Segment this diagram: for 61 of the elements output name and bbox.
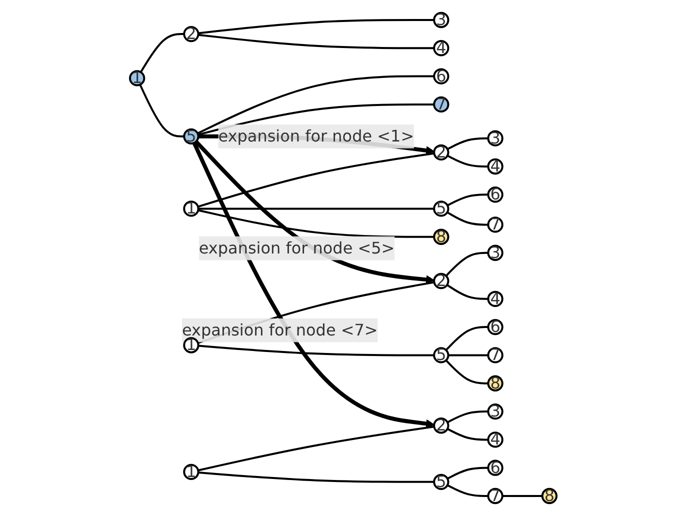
- node-circle: 3: [486, 130, 504, 146]
- node-circle: 1: [182, 464, 200, 480]
- node-circle: 6: [486, 460, 504, 476]
- node-circle: 1: [182, 200, 200, 217]
- node-circle: 1: [182, 337, 200, 354]
- connector: [446, 284, 488, 300]
- connector: [198, 472, 434, 483]
- arrow: [194, 140, 434, 284]
- node-circle: 4: [486, 290, 504, 307]
- connector: [446, 211, 488, 226]
- node-circle: 6: [486, 318, 504, 336]
- connector: [198, 209, 434, 238]
- connector: [445, 252, 488, 277]
- connector: [446, 137, 488, 150]
- node-circle: 4: [486, 158, 504, 175]
- connector: [446, 466, 488, 480]
- node-circle: 2: [432, 144, 449, 160]
- node-circle: 5: [432, 200, 449, 217]
- node-circle: 6: [486, 186, 504, 203]
- node-circle: 3: [486, 244, 504, 261]
- node-circle: 5: [432, 474, 449, 490]
- connector: [198, 208, 434, 210]
- node-circle: 5: [432, 347, 449, 364]
- connector: [198, 103, 434, 136]
- node-circle: 4: [486, 432, 504, 448]
- edge-label: expansion for node <7>: [182, 320, 378, 340]
- node-circle: 7: [486, 347, 504, 364]
- node-circle: 7: [432, 96, 449, 113]
- edge-label: expansion for node <1>: [218, 126, 414, 146]
- connector: [196, 75, 434, 134]
- connector: [446, 428, 488, 441]
- connector: [198, 34, 434, 50]
- connector: [198, 18, 434, 34]
- node-circle: 7: [486, 488, 504, 504]
- node-circle: 8: [432, 228, 449, 245]
- node-circle: 2: [432, 418, 449, 434]
- edge-label: expansion for node <5>: [198, 238, 394, 258]
- connector: [446, 410, 488, 424]
- connector: [446, 154, 488, 168]
- node-circle: 7: [486, 216, 504, 233]
- connector: [140, 33, 184, 73]
- node-circle: 3: [486, 403, 504, 420]
- connector: [198, 426, 434, 472]
- connector: [197, 152, 434, 208]
- node-circle: 5: [182, 128, 200, 144]
- node-circle: 1: [128, 70, 145, 86]
- connector: [198, 344, 434, 356]
- node-circle: 6: [432, 68, 449, 84]
- connector: [448, 354, 488, 356]
- connector: [445, 360, 488, 384]
- node-circle: 2: [182, 26, 200, 42]
- connector: [446, 484, 488, 497]
- node-circle: 4: [432, 40, 449, 56]
- connector: [445, 326, 488, 351]
- node-circle: 2: [432, 272, 449, 290]
- connector: [502, 495, 542, 497]
- node-circle: 8: [486, 375, 504, 392]
- connector: [446, 194, 488, 206]
- connector: [138, 84, 184, 138]
- node-circle: 8: [541, 488, 558, 504]
- node-circle: 3: [432, 12, 449, 28]
